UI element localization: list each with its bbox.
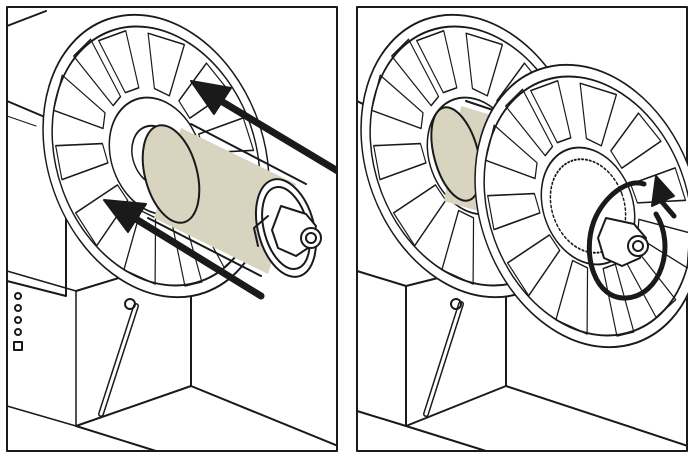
cabinet-button [14,304,22,312]
panel-load-core [6,6,338,452]
left-illustration [6,6,338,452]
hub-knob [253,205,322,257]
cabinet-button [14,292,22,300]
cabinet-button [14,316,22,324]
right-illustration [356,6,688,452]
reel-flange-front [474,63,688,349]
panel-lock-flange [356,6,688,452]
hub-knob [597,217,649,267]
push-arrow-icon [103,80,338,300]
panel-frame [6,6,338,452]
cabinet-button [13,341,23,351]
rotate-arrow-icon [586,175,677,301]
cabinet-button [14,328,22,336]
